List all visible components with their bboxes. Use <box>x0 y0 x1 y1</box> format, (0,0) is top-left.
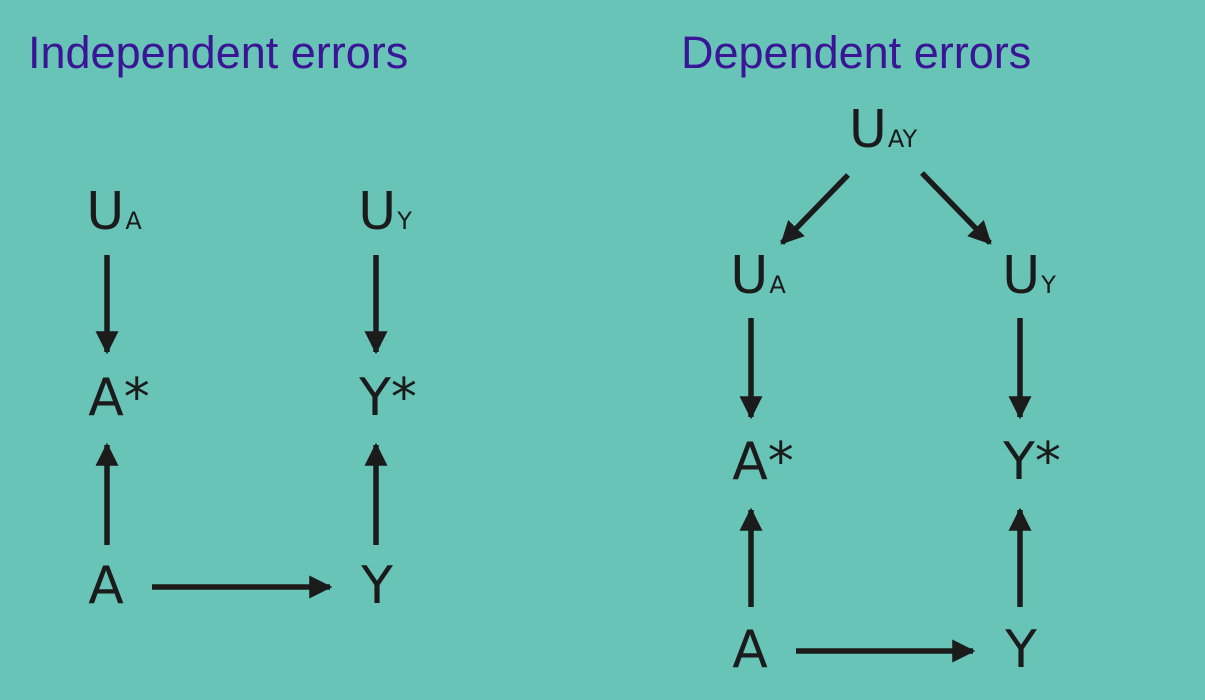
right-node-a: A <box>732 620 768 680</box>
right-node-uy-main: U <box>1002 246 1041 306</box>
dependent-errors-title: Dependent errors <box>681 27 1032 78</box>
arrow-right-uay-to-uy <box>920 171 992 245</box>
right-node-y: Y <box>1005 620 1037 680</box>
left-node-ystar: Y* <box>359 368 417 428</box>
arrow-right-uay-to-ua <box>780 173 850 245</box>
right-node-ua: UA <box>730 250 785 302</box>
right-node-uy-sub: Y <box>1041 271 1056 299</box>
right-node-uy: UY <box>1002 250 1056 302</box>
right-node-uay-main: U <box>848 100 887 160</box>
left-node-uy-sub: Y <box>397 207 412 235</box>
right-node-ua-main: U <box>730 246 769 306</box>
right-node-uay: UAY <box>849 104 917 156</box>
right-node-astar: A* <box>732 432 794 492</box>
right-node-ua-sub: A <box>769 271 786 299</box>
left-node-y: Y <box>361 556 393 616</box>
left-node-ua: UA <box>86 186 141 238</box>
right-node-uay-sub: AY <box>887 125 918 153</box>
left-node-a: A <box>88 556 124 616</box>
left-node-ua-sub: A <box>125 207 142 235</box>
left-node-astar: A* <box>88 368 150 428</box>
left-node-uy: UY <box>358 186 412 238</box>
right-node-ystar: Y* <box>1003 432 1061 492</box>
left-node-uy-main: U <box>358 182 397 242</box>
left-node-ua-main: U <box>86 182 125 242</box>
independent-errors-title: Independent errors <box>28 27 409 78</box>
